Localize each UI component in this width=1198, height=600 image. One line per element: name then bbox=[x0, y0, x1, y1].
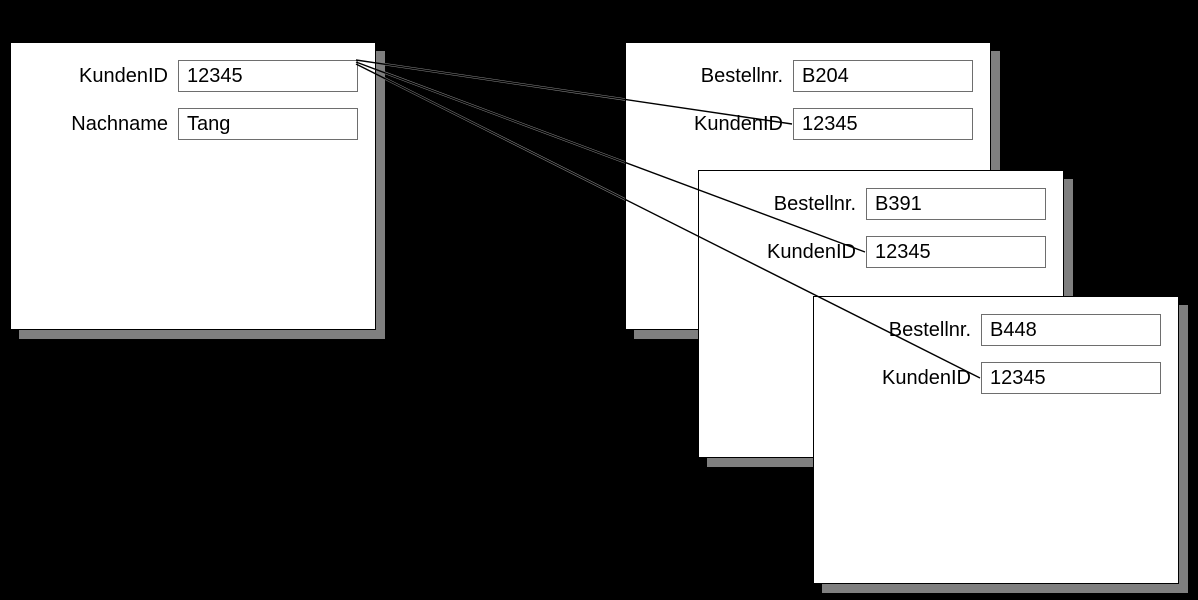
field-row: KundenID 12345 bbox=[814, 362, 1178, 394]
field-value-box: Tang bbox=[178, 108, 358, 140]
field-row: KundenID 12345 bbox=[626, 108, 990, 140]
field-label: KundenID bbox=[767, 241, 856, 263]
field-value-box: B204 bbox=[793, 60, 973, 92]
field-value-box: 12345 bbox=[793, 108, 973, 140]
field-row: KundenID 12345 bbox=[699, 236, 1063, 268]
field-row: Bestellnr. B391 bbox=[699, 188, 1063, 220]
field-label: Bestellnr. bbox=[888, 319, 971, 341]
field-row: Bestellnr. B448 bbox=[814, 314, 1178, 346]
field-value-box: B391 bbox=[866, 188, 1046, 220]
field-label: KundenID bbox=[694, 113, 783, 135]
field-value-box: B448 bbox=[981, 314, 1161, 346]
field-label: Bestellnr. bbox=[773, 193, 856, 215]
customer-card: KundenID 12345 Nachname Tang bbox=[10, 42, 376, 330]
field-value-box: 12345 bbox=[981, 362, 1161, 394]
field-row: Bestellnr. B204 bbox=[626, 60, 990, 92]
field-label: KundenID bbox=[79, 65, 168, 87]
field-row: KundenID 12345 bbox=[11, 60, 375, 92]
field-row: Nachname Tang bbox=[11, 108, 375, 140]
field-label: Bestellnr. bbox=[700, 65, 783, 87]
field-label: KundenID bbox=[882, 367, 971, 389]
field-value-box: 12345 bbox=[178, 60, 358, 92]
order-card-3: Bestellnr. B448 KundenID 12345 bbox=[813, 296, 1179, 584]
field-value-box: 12345 bbox=[866, 236, 1046, 268]
field-label: Nachname bbox=[71, 113, 168, 135]
